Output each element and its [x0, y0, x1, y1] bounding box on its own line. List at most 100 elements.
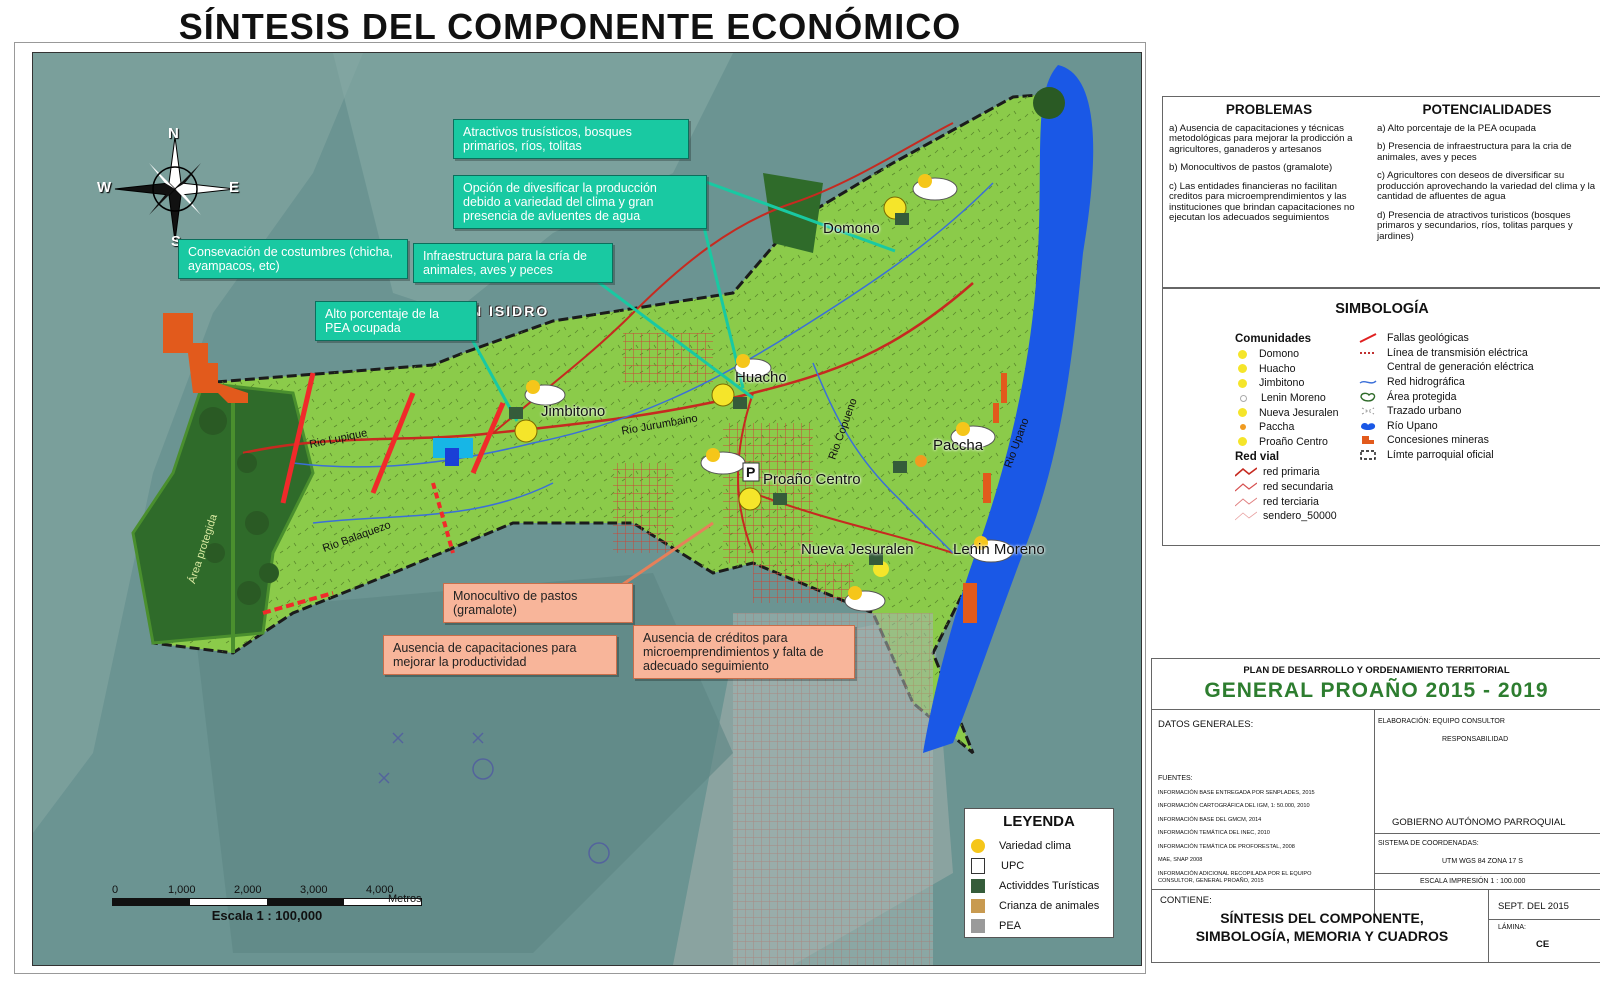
- place-jimbitono: Jimbitono: [541, 403, 606, 420]
- camera-icon: [971, 879, 985, 893]
- place-lenin-moreno: Lenin Moreno: [953, 541, 1045, 558]
- scale-unit: Metros: [388, 893, 422, 905]
- urban-grid-icon: [1361, 407, 1375, 415]
- primary-road-icon: [1235, 467, 1257, 478]
- plan-title: PLAN DE DESARROLLO Y ORDENAMIENTO TERRIT…: [1243, 665, 1510, 676]
- compass-s: S: [171, 233, 182, 250]
- callout-pea: Alto porcentaje de la PEA ocupada: [315, 301, 477, 341]
- symbology-left: Comunidades Domono Huacho Jimbitono Leni…: [1235, 331, 1385, 524]
- river-network-icon: [1359, 380, 1377, 384]
- problems-panel: PROBLEMAS a) Ausencia de capacitaciones …: [1162, 96, 1600, 288]
- symbol-item: Red hidrográfica: [1387, 376, 1465, 389]
- utm: UTM WGS 84 ZONA 17 S: [1442, 858, 1523, 865]
- red-vial-heading: Red vial: [1235, 451, 1280, 464]
- contenido-line1: SÍNTESIS DEL COMPONENTE,: [1220, 910, 1424, 926]
- fecha: SEPT. DEL 2015: [1498, 901, 1569, 912]
- callout-atractivos: Atractivos trusísticos, bosques primario…: [453, 119, 689, 159]
- fuente-item: INFORMACIÓN BASE DEL GMCM, 2014: [1158, 816, 1262, 823]
- problem-item: b) Monocultivos de pastos (gramalote): [1169, 162, 1333, 173]
- plan-subtitle: GENERAL PROAÑO 2015 - 2019: [1204, 679, 1549, 702]
- legend-item: Variedad clima: [999, 840, 1071, 852]
- san-isidro-label: N ISIDRO: [471, 303, 550, 319]
- fuentes-title: FUENTES:: [1158, 775, 1193, 782]
- compass-icon: [114, 136, 236, 242]
- community-dot-icon: [1240, 424, 1246, 431]
- compass-n: N: [168, 125, 179, 142]
- symbol-item: Línea de transmisión eléctrica: [1387, 346, 1528, 359]
- symbol-item: Concesiones mineras: [1387, 434, 1489, 447]
- place-proano-centro: Proaño Centro: [763, 471, 861, 488]
- symbology-title: SIMBOLOGÍA: [1335, 301, 1429, 317]
- legend-item: UPC: [1001, 860, 1025, 872]
- symbol-item: Límte parroquial oficial: [1387, 449, 1494, 462]
- compass-e: E: [229, 179, 240, 196]
- lamina-label: LÁMINA:: [1498, 924, 1527, 931]
- scale-bar: 0 1,000 2,000 3,000 4,000 Metros Escala …: [112, 884, 422, 923]
- community-dot-icon: [1238, 364, 1247, 374]
- map-title: SÍNTESIS DEL COMPONENTE ECONÓMICO: [178, 6, 962, 47]
- fuente-item: CONSULTOR, GENERAL PROAÑO, 2015: [1158, 878, 1264, 885]
- community-item: Domono: [1259, 348, 1300, 361]
- fuente-item: INFORMACIÓN TEMÁTICA DE PROFORESTAL, 200…: [1158, 843, 1295, 850]
- responsabilidad: RESPONSABILIDAD: [1442, 736, 1509, 743]
- community-item: Huacho: [1259, 362, 1296, 375]
- potential-item: b) Presencia de infraestructura para la …: [1377, 141, 1572, 163]
- callout-monocultivo: Monocultivo de pastos (gramalote): [443, 583, 633, 623]
- rio-upano-icon: [1361, 422, 1376, 430]
- potential-item: d) Presencia de atractivos turisticos (b…: [1377, 209, 1573, 242]
- fault-line-icon: [1359, 333, 1377, 344]
- scale-label: Escala 1 : 100,000: [211, 908, 323, 923]
- legend-title: LEYENDA: [1003, 813, 1075, 830]
- contenido: SÍNTESIS DEL COMPONENTE, SIMBOLOGÍA, MEM…: [1160, 909, 1484, 945]
- datos-generales: DATOS GENERALES:: [1158, 719, 1254, 730]
- callout-infraestructura: Infraestructura para la cría de animales…: [413, 243, 613, 283]
- scale-tick: 3,000: [300, 884, 328, 896]
- potential-item: a) Alto porcentaje de la PEA ocupada: [1377, 122, 1536, 134]
- road-item: sendero_50000: [1263, 510, 1337, 523]
- rio-upano: [923, 65, 1094, 753]
- trail-icon: [1235, 511, 1257, 521]
- compass-rose: N S W E: [97, 125, 245, 250]
- scale-tick: 0: [112, 884, 119, 896]
- community-item: Jimbitono: [1259, 377, 1305, 390]
- sun-cloud-icon: [971, 839, 985, 853]
- compass-w: W: [97, 179, 112, 196]
- potential-item: c) Agricultores con deseos de diversific…: [1377, 170, 1596, 202]
- protected-area-icon: [1360, 392, 1376, 402]
- place-paccha: Paccha: [933, 437, 984, 454]
- title-block: PLAN DE DESARROLLO Y ORDENAMIENTO TERRIT…: [1151, 658, 1600, 963]
- power-plant-icon: [1359, 362, 1377, 372]
- problem-item: a) Ausencia de capacitaciones y técnicas…: [1169, 122, 1353, 155]
- place-huacho: Huacho: [735, 369, 787, 386]
- problems-title: PROBLEMAS: [1225, 102, 1313, 117]
- fuente-item: MAE, SNAP 2008: [1158, 857, 1203, 864]
- scale-tick: 2,000: [234, 884, 262, 896]
- contenido-line2: SIMBOLOGÍA, MEMORIA Y CUADROS: [1195, 928, 1449, 944]
- road-item: red primaria: [1263, 466, 1320, 479]
- symbol-item: Trazado urbano: [1387, 405, 1462, 418]
- upc-icon: [971, 858, 985, 874]
- community-item: Proaño Centro: [1259, 435, 1328, 448]
- sistema-coordenadas: SISTEMA DE COORDENADAS:: [1378, 840, 1479, 847]
- tertiary-road-icon: [1235, 497, 1257, 507]
- scale-tick: 4,000: [366, 884, 394, 896]
- community-markers: [514, 196, 927, 577]
- legend-item: PEA: [999, 920, 1022, 932]
- symbol-item: Río Upano: [1387, 419, 1438, 432]
- callout-capacitaciones: Ausencia de capacitaciones para mejorar …: [383, 635, 617, 675]
- symbol-item: Área protegida: [1387, 390, 1457, 403]
- place-domono: Domono: [823, 220, 880, 237]
- map-canvas[interactable]: P N ISIDRO Domono Huacho Jimbitono Pacch…: [32, 52, 1142, 966]
- road-item: red secundaria: [1263, 481, 1334, 494]
- fuente-item: INFORMACIÓN BASE ENTREGADA POR SENPLADES…: [1158, 790, 1315, 796]
- potentials-column: POTENCIALIDADES a) Alto porcentaje de la…: [1377, 103, 1597, 250]
- lamina-code: CE: [1536, 939, 1550, 950]
- gobierno: GOBIERNO AUTÓNOMO PARROQUIAL: [1392, 817, 1566, 828]
- fuentes-list: INFORMACIÓN BASE ENTREGADA POR SENPLADES…: [1158, 787, 1372, 885]
- map-legend: LEYENDA Variedad clima UPC Actividdes Tu…: [964, 808, 1114, 938]
- symbol-item: Central de generación eléctrica: [1387, 361, 1534, 374]
- problem-item: c) Las entidades financieras no facilita…: [1169, 180, 1355, 223]
- contiene-label: CONTIENE:: [1160, 895, 1212, 906]
- map-graphics: P: [33, 53, 1141, 965]
- problems-column: PROBLEMAS a) Ausencia de capacitaciones …: [1169, 102, 1369, 232]
